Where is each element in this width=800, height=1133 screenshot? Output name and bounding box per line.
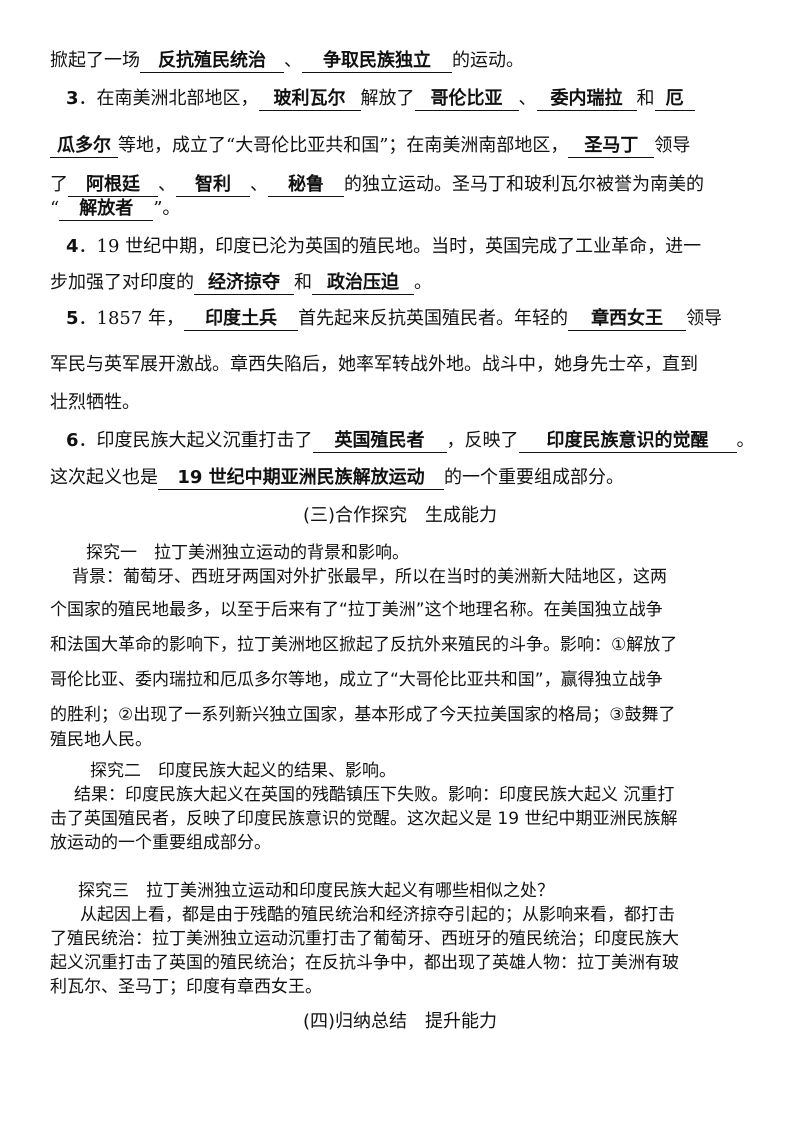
text: 掀起了一场 [50, 50, 140, 71]
question-4-line-1: 4．19 世纪中期，印度已沦为英国的殖民地。当时，英国完成了工业革命，进一 [50, 236, 752, 258]
explore-1-line: 的胜利；②出现了一系列新兴独立国家，基本形成了今天拉美国家的格局；③鼓舞了 [50, 705, 676, 725]
text: 步加强了对印度的 [50, 272, 194, 293]
answer-blank: 哥伦比亚 [414, 88, 519, 111]
question-3-line-3: 了阿根廷、智利、秘鲁的独立运动。圣马丁和玻利瓦尔被誉为南美的 [50, 174, 752, 197]
explore-1-line: 哥伦比亚、委内瑞拉和厄瓜多尔等地，成立了“大哥伦比亚共和国”，赢得独立战争 [50, 670, 663, 690]
explore-2-line: 放运动的一个重要组成部分。 [50, 833, 271, 853]
question-number: 6 [66, 430, 79, 451]
question-5-line-1: 5．1857 年，印度土兵首先起来反抗英国殖民者。年轻的章西女王领导 [50, 308, 752, 331]
answer-blank: 阿根廷 [68, 174, 158, 197]
text: 。 [414, 272, 432, 293]
text: 、 [518, 88, 537, 109]
answer-blank: 19 世纪中期亚洲民族解放运动 [158, 467, 444, 490]
explore-2-line: 击了英国殖民者，反映了印度民族意识的觉醒。这次起义是 19 世纪中期亚洲民族解 [50, 809, 678, 829]
answer-blank: 委内瑞拉 [536, 88, 637, 111]
explore-3-line: 了殖民统治：拉丁美洲独立运动沉重打击了葡萄牙、西班牙的殖民统治；印度民族大 [50, 929, 679, 949]
text: 这次起义也是 [50, 467, 158, 488]
answer-blank: 玻利瓦尔 [258, 88, 361, 111]
explore-2-line: 结果：印度民族大起义在英国的残酷镇压下失败。影响：印度民族大起义 沉重打 [74, 785, 675, 805]
answer-blank: 争取民族独立 [302, 50, 452, 73]
section-3-title: (三)合作探究 生成能力 [302, 505, 498, 526]
answer-blank: 印度土兵 [184, 308, 299, 331]
text: 等地，成立了“大哥伦比亚共和国”；在南美洲南部地区， [118, 135, 569, 156]
explore-3-line: 利瓦尔、圣马丁；印度有章西女王。 [50, 977, 322, 997]
question-6-line-1: 6．印度民族大起义沉重打击了英国殖民者，反映了印度民族意识的觉醒。 [50, 430, 755, 453]
explore-3-line: 起义沉重打击了英国的殖民统治；在反抗斗争中，都出现了英雄人物：拉丁美洲有玻 [50, 953, 679, 973]
question-5-line-3: 壮烈牺牲。 [50, 392, 140, 413]
answer-blank: 印度民族意识的觉醒 [518, 430, 737, 453]
text: ”。 [153, 198, 181, 219]
text: 领导 [654, 135, 691, 156]
text: ，反映了 [446, 430, 519, 451]
text: 首先起来反抗英国殖民者。年轻的 [298, 308, 569, 329]
text: 领导 [686, 308, 723, 329]
text: 、 [284, 50, 302, 71]
answer-blank: 反抗殖民统治 [140, 50, 284, 73]
explore-3-line: 从起因上看，都是由于残酷的殖民统治和经济掠夺引起的；从影响来看，都打击 [80, 905, 675, 925]
text: 和 [636, 88, 655, 109]
text: 、 [158, 174, 176, 195]
answer-blank: 英国殖民者 [312, 430, 447, 453]
text: 。 [736, 430, 755, 451]
text: ．在南美洲北部地区， [78, 88, 259, 109]
text: 的独立运动。圣马丁和玻利瓦尔被誉为南美的 [344, 174, 704, 195]
answer-blank: 政治压迫 [312, 272, 414, 295]
question-number: 3 [66, 88, 79, 109]
answer-blank: 秘鲁 [268, 174, 344, 197]
text: ．19 世纪中期，印度已沦为英国的殖民地。当时，英国完成了工业革命，进一 [78, 236, 702, 257]
explore-2-title: 探究二 印度民族大起义的结果、影响。 [90, 761, 396, 781]
answer-blank: 解放者 [59, 198, 154, 221]
text: 了 [50, 174, 68, 195]
answer-blank: 智利 [176, 174, 250, 197]
answer-blank: 章西女王 [568, 308, 687, 331]
text: ．1857 年， [78, 308, 185, 329]
question-3-line-2: 瓜多尔等地，成立了“大哥伦比亚共和国”；在南美洲南部地区，圣马丁领导 [50, 135, 752, 158]
explore-1-line: 殖民地人民。 [50, 730, 152, 750]
text: 、 [250, 174, 268, 195]
section-4-title: (四)归纳总结 提升能力 [302, 1011, 498, 1032]
question-3-line-1: 3．在南美洲北部地区，玻利瓦尔解放了哥伦比亚、委内瑞拉和厄 [50, 88, 752, 111]
text: 解放了 [360, 88, 415, 109]
answer-blank: 圣马丁 [568, 135, 655, 158]
text: “ [50, 198, 60, 219]
explore-1-title: 探究一 拉丁美洲独立运动的背景和影响。 [86, 543, 409, 563]
answer-blank: 瓜多尔 [50, 135, 118, 158]
text: 的一个重要组成部分。 [444, 467, 624, 488]
explore-1-line: 和法国大革命的影响下，拉丁美洲地区掀起了反抗外来殖民的斗争。影响：①解放了 [50, 635, 678, 655]
question-3-line-4: “解放者”。 [50, 198, 752, 221]
text: 和 [294, 272, 312, 293]
explore-1-line: 个国家的殖民地最多，以至于后来有了“拉丁美洲”这个地理名称。在美国独立战争 [50, 600, 663, 620]
answer-blank: 厄 [654, 88, 695, 111]
explore-3-title: 探究三 拉丁美洲独立运动和印度民族大起义有哪些相似之处？ [78, 881, 554, 901]
answer-line-1: 掀起了一场反抗殖民统治、争取民族独立的运动。 [50, 50, 752, 73]
text: 的运动。 [452, 50, 524, 71]
question-number: 5 [66, 308, 79, 329]
question-4-line-2: 步加强了对印度的经济掠夺和政治压迫。 [50, 272, 752, 295]
answer-blank: 经济掠夺 [194, 272, 294, 295]
text: ．印度民族大起义沉重打击了 [78, 430, 313, 451]
question-5-line-2: 军民与英军展开激战。章西失陷后，她率军转战外地。战斗中，她身先士卒，直到 [50, 354, 698, 375]
question-number: 4 [66, 236, 79, 257]
explore-1-line: 背景：葡萄牙、西班牙两国对外扩张最早，所以在当时的美洲新大陆地区，这两 [72, 567, 667, 587]
